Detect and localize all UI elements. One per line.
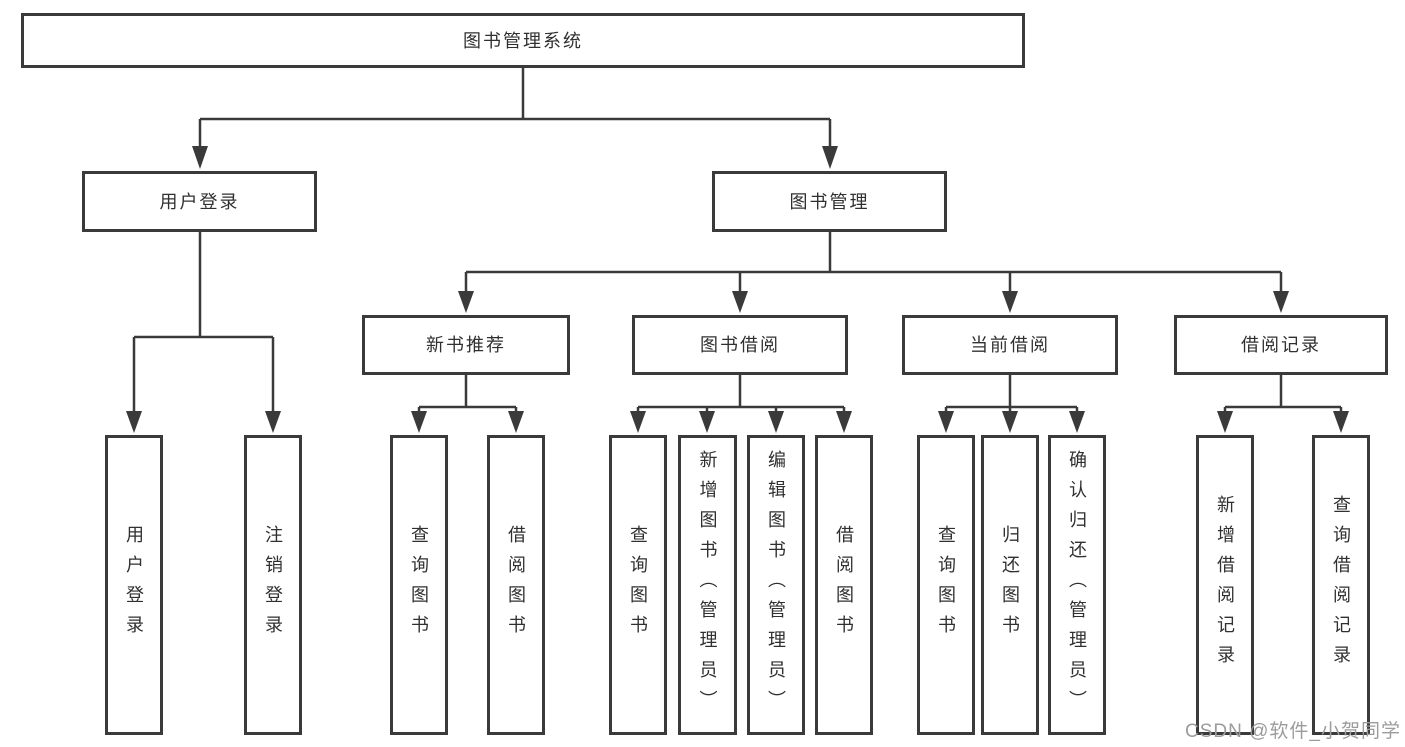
node-user-login-branch: 用户登录 [82,171,317,232]
leaf-edit-books-admin: 编辑图书（管理员） [747,435,805,735]
node-label: 新增借阅记录 [1215,495,1235,675]
node-book-management-system: 图书管理系统 [21,13,1025,68]
leaf-query-books-3: 查询图书 [917,435,975,735]
node-label: 借阅图书 [834,525,854,645]
node-label: 查询图书 [628,525,648,645]
node-label: 归还图书 [1000,525,1020,645]
node-label: 用户登录 [124,525,144,645]
node-label: 图书管理 [789,191,870,212]
node-book-borrow: 图书借阅 [632,315,848,375]
leaf-borrow-books-1: 借阅图书 [487,435,545,735]
arrowheads [126,146,1349,433]
leaf-confirm-return-admin: 确认归还（管理员） [1048,435,1106,735]
node-book-management-branch: 图书管理 [712,171,947,232]
node-new-book-recommend: 新书推荐 [362,315,570,375]
leaf-logout: 注销登录 [244,435,302,735]
node-label: 用户登录 [159,191,240,212]
csdn-watermark: CSDN @软件_小贺同学 [1185,721,1401,742]
node-label: 确认归还（管理员） [1067,450,1087,720]
node-borrow-record: 借阅记录 [1174,315,1388,375]
leaf-query-borrow-record: 查询借阅记录 [1312,435,1370,735]
node-label: 查询图书 [936,525,956,645]
node-label: 图书借阅 [700,335,780,355]
node-current-borrow: 当前借阅 [902,315,1118,375]
leaf-borrow-books-2: 借阅图书 [815,435,873,735]
node-label: 查询借阅记录 [1331,495,1351,675]
node-label: 查询图书 [409,525,429,645]
leaf-query-books-1: 查询图书 [390,435,448,735]
node-label: 新增图书（管理员） [697,450,718,720]
leaf-add-books-admin: 新增图书（管理员） [678,435,737,735]
leaf-return-books: 归还图书 [981,435,1039,735]
node-label: 借阅图书 [506,525,526,645]
leaf-user-login: 用户登录 [105,435,163,735]
node-label: 借阅记录 [1241,335,1321,355]
node-label: 图书管理系统 [463,30,583,51]
leaf-add-borrow-record: 新增借阅记录 [1196,435,1254,735]
node-label: 当前借阅 [970,335,1050,355]
leaf-query-books-2: 查询图书 [609,435,667,735]
node-label: 编辑图书（管理员） [766,450,786,720]
node-label: 新书推荐 [426,335,506,355]
node-label: 注销登录 [263,525,283,645]
